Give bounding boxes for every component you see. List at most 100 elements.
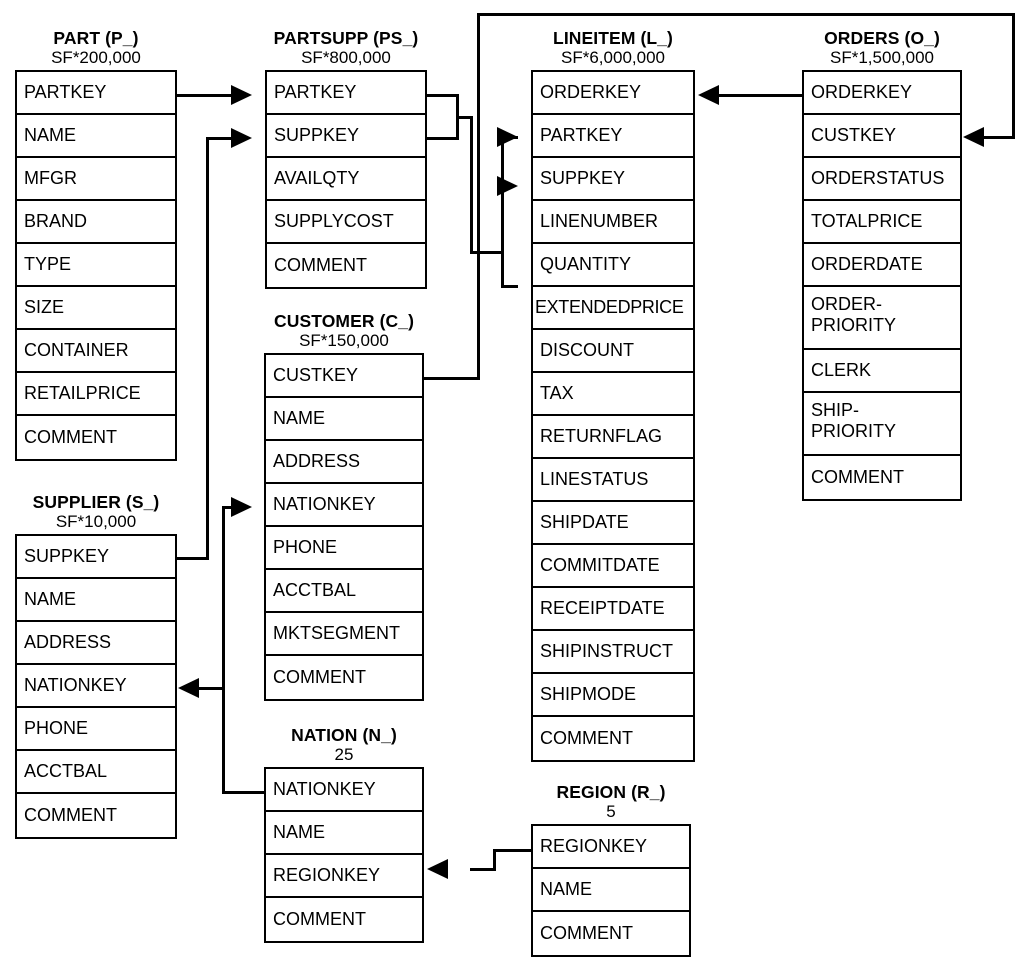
field-row: PARTKEY xyxy=(17,72,175,115)
connector-partsupp-suppkey-exit xyxy=(427,137,459,140)
field-row: AVAILQTY xyxy=(267,158,425,201)
connector-nation-to-customer-enter xyxy=(222,506,231,509)
entity-region-cardinality: 5 xyxy=(606,802,616,821)
field-row: COMMENT xyxy=(533,912,689,955)
connector-supplier-suppkey-exit xyxy=(177,557,209,560)
entity-partsupp: PARTSUPP (PS_) SF*800,000 PARTKEY SUPPKE… xyxy=(265,28,427,289)
connector-partsupp-split xyxy=(501,136,504,288)
field-row: MKTSEGMENT xyxy=(266,613,422,656)
connector-partsupp-merge-step xyxy=(456,116,473,119)
field-row: COMMENT xyxy=(17,794,175,837)
field-row: QUANTITY xyxy=(533,244,693,287)
connector-supplier-to-partsupp-vertical xyxy=(206,137,209,560)
entity-region-box: REGIONKEY NAME COMMENT xyxy=(531,824,691,957)
field-row: NATIONKEY xyxy=(266,769,422,812)
field-row: NAME xyxy=(533,869,689,912)
entity-nation-cardinality: 25 xyxy=(334,745,354,764)
field-row: BRAND xyxy=(17,201,175,244)
field-row: NAME xyxy=(17,115,175,158)
arrowhead-lineitem-orderkey xyxy=(698,85,719,105)
connector-nation-to-supplier-enter xyxy=(199,687,223,690)
field-row: COMMITDATE xyxy=(533,545,693,588)
field-row: COMMENT xyxy=(804,456,960,499)
field-row: PHONE xyxy=(17,708,175,751)
field-row: ORDERDATE xyxy=(804,244,960,287)
connector-region-regionkey-exit xyxy=(493,849,533,852)
field-row: ACCTBAL xyxy=(266,570,422,613)
connector-orders-custkey-enter xyxy=(984,136,1015,139)
field-row: CLERK xyxy=(804,350,960,393)
field-row: NAME xyxy=(17,579,175,622)
entity-nation-box: NATIONKEY NAME REGIONKEY COMMENT xyxy=(264,767,424,943)
field-row: SHIPMODE xyxy=(533,674,693,717)
field-row: ADDRESS xyxy=(17,622,175,665)
arrowhead-supplier-nationkey xyxy=(178,678,199,698)
entity-part-cardinality: SF*200,000 xyxy=(51,48,141,67)
field-row: CONTAINER xyxy=(17,330,175,373)
field-row: LINESTATUS xyxy=(533,459,693,502)
field-row: SHIPINSTRUCT xyxy=(533,631,693,674)
field-row: CUSTKEY xyxy=(266,355,422,398)
field-row: COMMENT xyxy=(267,244,425,287)
field-row: PARTKEY xyxy=(267,72,425,115)
entity-part-box: PARTKEY NAME MFGR BRAND TYPE SIZE CONTAI… xyxy=(15,70,177,461)
field-row: NATIONKEY xyxy=(266,484,422,527)
connector-supplier-to-partsupp-enter xyxy=(206,137,231,140)
field-row: TYPE xyxy=(17,244,175,287)
field-row: PHONE xyxy=(266,527,422,570)
field-row: COMMENT xyxy=(533,717,693,760)
field-row: ORDERKEY xyxy=(804,72,960,115)
connector-region-to-nation-run xyxy=(470,868,495,871)
field-row-line: PRIORITY xyxy=(811,421,897,442)
field-row: COMMENT xyxy=(17,416,175,459)
field-row: COMMENT xyxy=(266,898,422,941)
field-row: SHIPDATE xyxy=(533,502,693,545)
arrowhead-lineitem-suppkey xyxy=(497,176,518,196)
entity-part: PART (P_) SF*200,000 PARTKEY NAME MFGR B… xyxy=(15,28,177,461)
arrowhead-lineitem-partkey xyxy=(497,127,518,147)
connector-lineitem-suppkey-enter xyxy=(501,285,518,288)
field-row: NATIONKEY xyxy=(17,665,175,708)
entity-region: REGION (R_) 5 REGIONKEY NAME COMMENT xyxy=(531,782,691,957)
field-row: ACCTBAL xyxy=(17,751,175,794)
entity-partsupp-cardinality: SF*800,000 xyxy=(301,48,391,67)
connector-customer-custkey-exit xyxy=(424,377,480,380)
field-row: RETAILPRICE xyxy=(17,373,175,416)
field-row: CUSTKEY xyxy=(804,115,960,158)
field-row: MFGR xyxy=(17,158,175,201)
entity-orders-cardinality: SF*1,500,000 xyxy=(830,48,934,67)
field-row: ORDER- PRIORITY xyxy=(804,287,960,350)
field-row: ORDERKEY xyxy=(533,72,693,115)
entity-nation: NATION (N_) 25 NATIONKEY NAME REGIONKEY … xyxy=(264,725,424,943)
entity-supplier: SUPPLIER (S_) SF*10,000 SUPPKEY NAME ADD… xyxy=(15,492,177,839)
entity-orders-box: ORDERKEY CUSTKEY ORDERSTATUS TOTALPRICE … xyxy=(802,70,962,501)
entity-partsupp-box: PARTKEY SUPPKEY AVAILQTY SUPPLYCOST COMM… xyxy=(265,70,427,289)
entity-part-title: PART (P_) xyxy=(53,28,139,48)
entity-lineitem: LINEITEM (L_) SF*6,000,000 ORDERKEY PART… xyxy=(531,28,695,762)
field-row: RECEIPTDATE xyxy=(533,588,693,631)
connector-partsupp-merge-down xyxy=(470,116,473,254)
entity-orders: ORDERS (O_) SF*1,500,000 ORDERKEY CUSTKE… xyxy=(802,28,962,501)
arrowhead-nation-regionkey xyxy=(427,859,448,879)
entity-customer-cardinality: SF*150,000 xyxy=(299,331,389,350)
entity-supplier-box: SUPPKEY NAME ADDRESS NATIONKEY PHONE ACC… xyxy=(15,534,177,839)
connector-part-to-partsupp xyxy=(177,94,231,97)
entity-lineitem-title: LINEITEM (L_) xyxy=(553,28,673,48)
field-row: RETURNFLAG xyxy=(533,416,693,459)
field-row: SUPPKEY xyxy=(267,115,425,158)
field-row: DISCOUNT xyxy=(533,330,693,373)
entity-customer: CUSTOMER (C_) SF*150,000 CUSTKEY NAME AD… xyxy=(264,311,424,701)
field-row: NAME xyxy=(266,812,422,855)
field-row: TAX xyxy=(533,373,693,416)
connector-nation-nationkey-exit xyxy=(222,791,266,794)
entity-lineitem-cardinality: SF*6,000,000 xyxy=(561,48,665,67)
connector-nation-trunk xyxy=(222,506,225,794)
field-row-line: SHIP- xyxy=(811,400,860,420)
entity-partsupp-title: PARTSUPP (PS_) xyxy=(273,28,419,48)
field-row: SUPPKEY xyxy=(533,158,693,201)
connector-partsupp-merge-run xyxy=(470,251,504,254)
entity-supplier-cardinality: SF*10,000 xyxy=(55,512,137,531)
field-row: SHIP- PRIORITY xyxy=(804,393,960,456)
field-row: REGIONKEY xyxy=(266,855,422,898)
